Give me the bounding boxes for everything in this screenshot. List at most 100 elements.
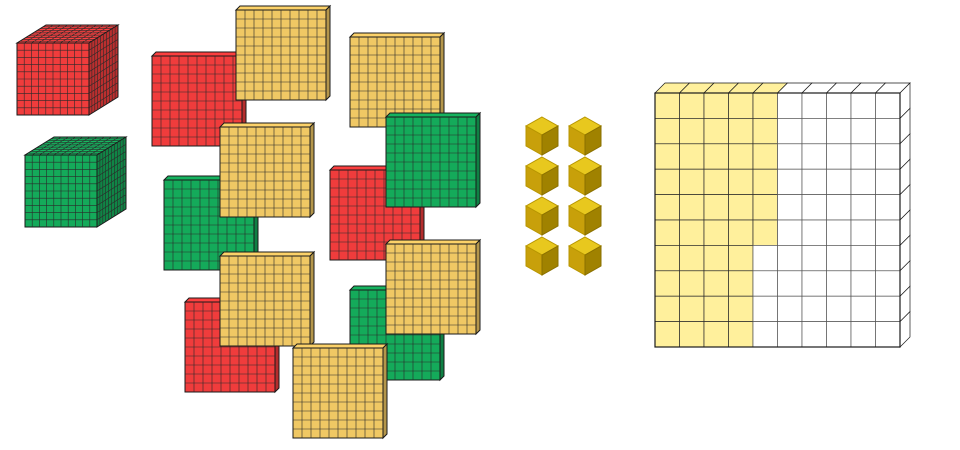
grid-cell [850,168,876,195]
grid-cell-shaded [728,118,754,145]
grid-cell-shaded [679,118,705,145]
hundred-flat-green-2 [384,111,482,209]
hundred-flat-gold-5-face-grid-lines [220,256,310,346]
grid-cell [801,245,827,272]
grid-cell-shaded [752,168,778,195]
grid-cell-shaded [703,321,729,348]
grid-cell [826,143,852,170]
hundred-flat-green-2-top-edge [384,112,482,118]
grid-cell [777,295,803,322]
grid-cell [752,295,778,322]
grid-cell [850,295,876,322]
grid-cell [875,321,901,348]
hundred-flat-gold-3-face-grid-lines [220,127,310,217]
grid-cell-shaded [679,168,705,195]
grid-cell [801,194,827,221]
grid-cell [850,92,876,119]
hundred-flat-gold-1-top-edge [234,5,332,11]
grid-cell-shaded [679,194,705,221]
grid-cell-shaded [703,118,729,145]
hundred-flat-gold-3-side-edge [309,121,315,219]
unit-cube-6 [567,196,603,236]
grid-cell [875,270,901,297]
grid-cell [850,143,876,170]
grid-cell [801,168,827,195]
hundred-flat-green-3-face-grid-lines [350,290,440,380]
grid-cell [850,270,876,297]
grid-cell [850,118,876,145]
grid-cell [875,92,901,119]
grid-cell [777,245,803,272]
grid-cell [801,270,827,297]
hundred-grid-model [654,82,911,348]
grid-cell-shaded [703,270,729,297]
hundred-flat-gold-2-top-edge [348,32,446,38]
hundred-flats-group [150,4,482,440]
grid-cell-shaded [679,92,705,119]
unit-cube-right [584,165,602,196]
hundred-flat-gold-7-top-edge [291,343,389,349]
thousand-cube-red-front-face-grid-lines [17,43,89,115]
grid-cell [801,321,827,348]
grid-cell [875,295,901,322]
grid-cell [850,245,876,272]
hundred-flat-gold-5-top-edge [218,251,316,257]
grid-cell [875,143,901,170]
grid-cell-shaded [703,219,729,246]
grid-cell [826,219,852,246]
grid-cell [752,270,778,297]
unit-cube-8 [567,236,603,276]
hundred-flat-red-1-face-grid-lines [152,56,242,146]
grid-cell [801,219,827,246]
grid-cell [752,245,778,272]
hundred-flat-gold-1-side-edge [325,4,331,102]
hundred-flat-gold-6 [384,238,482,336]
grid-cell-shaded [703,194,729,221]
grid-cell [875,245,901,272]
grid-cell [826,270,852,297]
unit-cube-7 [524,236,560,276]
unit-cube-5 [524,196,560,236]
grid-cell-shaded [703,245,729,272]
grid-cell-shaded [654,219,680,246]
unit-cube-1 [524,116,560,156]
unit-cube-3 [524,156,560,196]
grid-cell-shaded [654,295,680,322]
hundred-flat-gold-5 [218,250,316,348]
thousand-cube-green-side-face-grid-lines [96,138,127,226]
grid-cell [826,92,852,119]
hundred-flat-gold-5-side-edge [309,250,315,348]
unit-cube-right [541,165,559,196]
hundred-flat-gold-6-top-edge [384,239,482,245]
grid-cell [826,321,852,348]
unit-cube-right [541,205,559,236]
grid-cell-shaded [728,168,754,195]
grid-cell-shaded [679,245,705,272]
grid-cell-shaded [703,168,729,195]
grid-cell-shaded [728,270,754,297]
grid-cell-shaded [654,270,680,297]
grid-cell-shaded [752,143,778,170]
hundred-flat-red-1-top-edge [150,51,248,57]
grid-cell-shaded [679,270,705,297]
unit-cube-right [541,245,559,276]
grid-cell [875,118,901,145]
grid-cell-shaded [728,219,754,246]
unit-cube-2 [567,116,603,156]
hundred-flat-gold-6-side-edge [475,238,481,336]
grid-cell [801,92,827,119]
grid-cell [777,143,803,170]
hundred-flat-gold-2-face-grid-lines [350,37,440,127]
thousand-cube-red-top-face-grid-lines [19,24,116,44]
grid-cell [801,143,827,170]
grid-cell [777,118,803,145]
grid-cell [777,92,803,119]
thousand-cube-red-side-face-grid-lines [88,26,119,114]
grid-cell-shaded [679,219,705,246]
grid-cell-shaded [728,321,754,348]
thousand-cube-green-front-face-grid-lines [25,155,97,227]
grid-cell-shaded [654,194,680,221]
grid-cell-shaded [752,219,778,246]
grid-cell [826,245,852,272]
